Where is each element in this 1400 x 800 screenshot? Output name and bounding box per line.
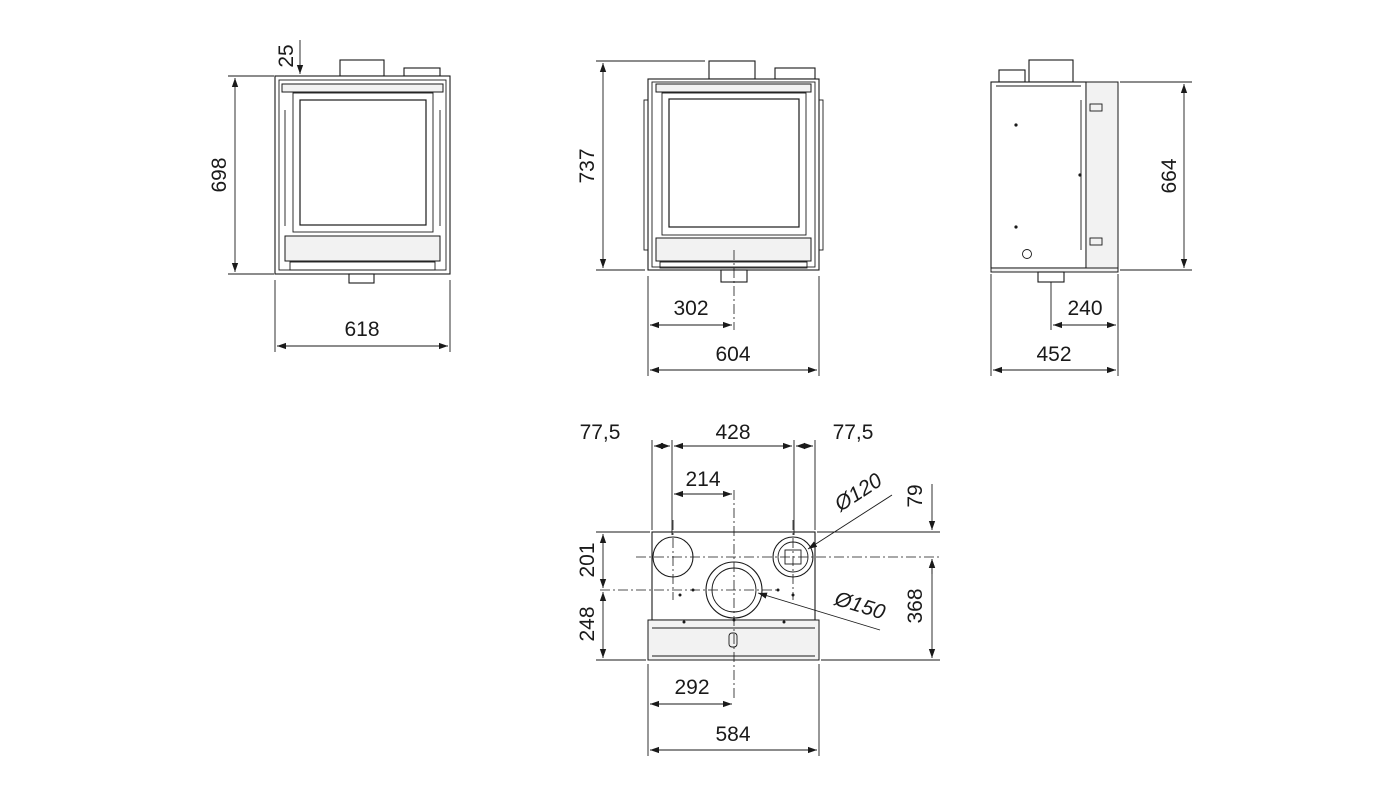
dim-front-height: 698	[208, 157, 231, 192]
side-knob	[1022, 249, 1032, 259]
top-frame	[647, 619, 820, 661]
dim-side-flue-offset: 240	[1067, 297, 1102, 320]
frame-glass	[668, 98, 800, 228]
front-glass	[299, 99, 427, 226]
dim-small-pipe-offset: 79	[904, 484, 927, 507]
dim-center-span: 428	[715, 421, 750, 444]
dim-large-pipe-diameter: Ø150	[831, 587, 888, 624]
dim-right-margin: 77,5	[833, 421, 874, 444]
front-view: 698 25 618	[208, 40, 451, 352]
dim-front-top-offset: 25	[275, 44, 298, 67]
frame-drawer	[655, 237, 812, 262]
flue-pipe-bottom	[348, 273, 375, 284]
leader-120	[807, 494, 893, 550]
front-frame-view: 737 302 604	[576, 60, 824, 376]
dim-front-width: 618	[344, 318, 379, 341]
dim-left-margin: 77,5	[580, 421, 621, 444]
air-pipe-top	[403, 67, 441, 77]
dim-side-depth: 452	[1036, 343, 1071, 366]
front-drawer	[284, 235, 441, 262]
dim-frame-width: 604	[715, 343, 750, 366]
flue-pipe-top-2	[708, 60, 756, 80]
flue-pipe-top	[339, 59, 385, 77]
dim-half-span: 214	[685, 468, 720, 491]
dim-flue-position: 292	[674, 676, 709, 699]
flue-pipe-side-bottom	[1037, 271, 1065, 283]
dim-frame-height: 737	[576, 148, 599, 183]
side-body	[990, 81, 1087, 269]
dim-small-pipe-diameter: Ø120	[830, 469, 887, 517]
leader-150	[757, 592, 881, 631]
dim-frame-flue-offset: 302	[673, 297, 708, 320]
side-view: 664 240 452	[990, 59, 1192, 376]
dim-side-height: 664	[1158, 158, 1181, 193]
dim-top-width: 584	[715, 723, 750, 746]
side-frame	[1085, 81, 1119, 269]
dim-total-depth: 368	[904, 588, 927, 623]
dim-upper-depth: 201	[576, 542, 599, 577]
flue-pipe-side	[1028, 59, 1074, 83]
dim-lower-depth: 248	[576, 606, 599, 641]
top-view: 77,5 428 77,5 214 Ø120 Ø150 79 368 201 2…	[576, 421, 940, 756]
air-pipe-top-2	[774, 67, 816, 80]
